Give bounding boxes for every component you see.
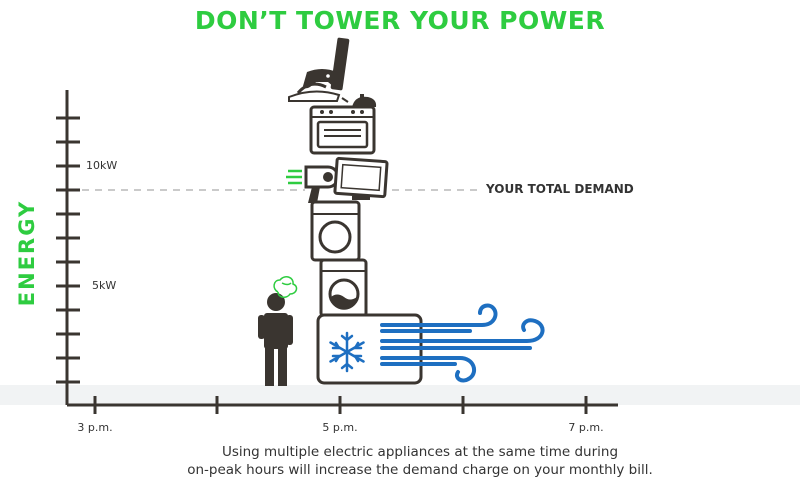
dryer-icon xyxy=(310,200,361,262)
x-tick-5pm: 5 p.m. xyxy=(322,421,358,434)
caption-line-1: Using multiple electric appliances at th… xyxy=(221,444,619,460)
monitor-icon xyxy=(333,156,389,200)
x-tick-7pm: 7 p.m. xyxy=(568,421,604,434)
person-icon xyxy=(258,293,293,386)
washing-machine-icon xyxy=(319,258,368,318)
caption: Using multiple electric appliances at th… xyxy=(80,443,760,479)
y-tick-marks xyxy=(56,116,80,384)
hair-dryer-icon xyxy=(286,165,340,203)
total-demand-label: YOUR TOTAL DEMAND xyxy=(486,182,634,196)
y-tick-10kw: 10kW xyxy=(86,159,118,172)
y-tick-5kw: 5kW xyxy=(92,279,117,292)
kettle-icon xyxy=(341,94,377,107)
page-title: DON’T TOWER YOUR POWER xyxy=(194,6,606,35)
snowflake-icon xyxy=(329,331,365,373)
oven-icon xyxy=(309,105,376,155)
floor-band xyxy=(0,385,800,405)
wind-icon xyxy=(380,303,545,383)
x-tick-3pm: 3 p.m. xyxy=(77,421,113,434)
caption-line-2: on-peak hours will increase the demand c… xyxy=(187,462,653,478)
y-axis-label: ENERGY xyxy=(15,199,39,307)
confused-scribble-icon xyxy=(273,276,298,298)
iron-icon xyxy=(288,82,341,102)
x-tick-marks xyxy=(93,396,588,414)
